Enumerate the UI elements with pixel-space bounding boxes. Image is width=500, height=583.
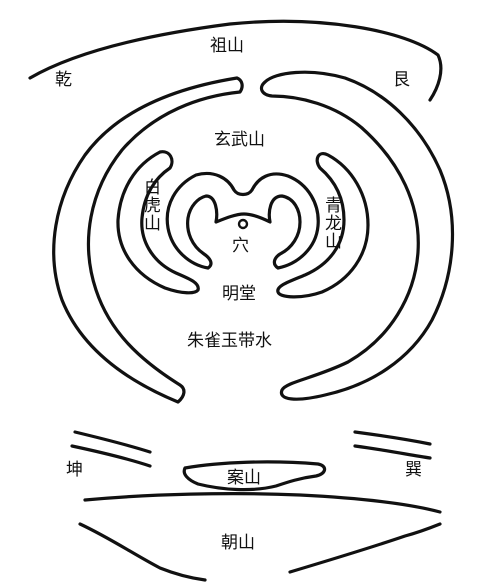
- white-tiger-mountain-label: 白虎山: [140, 178, 160, 232]
- xuanwu-left-arm: [52, 76, 244, 404]
- water-arc-left-lower: [70, 444, 152, 468]
- facing-mountain-label: 朝山: [221, 533, 255, 553]
- cave-point-marker: [237, 218, 249, 230]
- white-tiger-mountain-shape: [116, 150, 200, 295]
- vermilion-bird-jade-belt-water-label: 朱雀玉带水: [187, 331, 272, 351]
- facing-mountain-right-line: [288, 522, 442, 574]
- xuanwu-mountain-label: 玄武山: [214, 130, 265, 150]
- azure-dragon-mountain-shape: [276, 152, 370, 299]
- azure-dragon-mountain-label: 青龙山: [321, 196, 341, 250]
- water-arc-left-upper: [73, 430, 152, 454]
- facing-mountain-upper-line: [83, 492, 442, 514]
- ancestral-mountain-label: 祖山: [210, 36, 244, 56]
- bright-hall-label: 明堂: [222, 284, 256, 304]
- water-arc-right-lower: [353, 444, 432, 460]
- xun-direction-label: 巽: [405, 460, 422, 480]
- qian-direction-label: 乾: [55, 70, 72, 90]
- ancestral-mountain-ridge: [28, 19, 443, 102]
- xuanwu-right-arm: [259, 70, 455, 401]
- table-mountain-shape: [182, 460, 327, 492]
- cave-crescent-shape: [165, 171, 320, 270]
- cave-label: 穴: [232, 236, 249, 256]
- facing-mountain-lower-line: [78, 522, 207, 582]
- kun-direction-label: 坤: [66, 460, 83, 480]
- water-arc-right-upper: [353, 430, 432, 446]
- gen-direction-label: 艮: [393, 70, 410, 90]
- table-mountain-label: 案山: [227, 468, 261, 488]
